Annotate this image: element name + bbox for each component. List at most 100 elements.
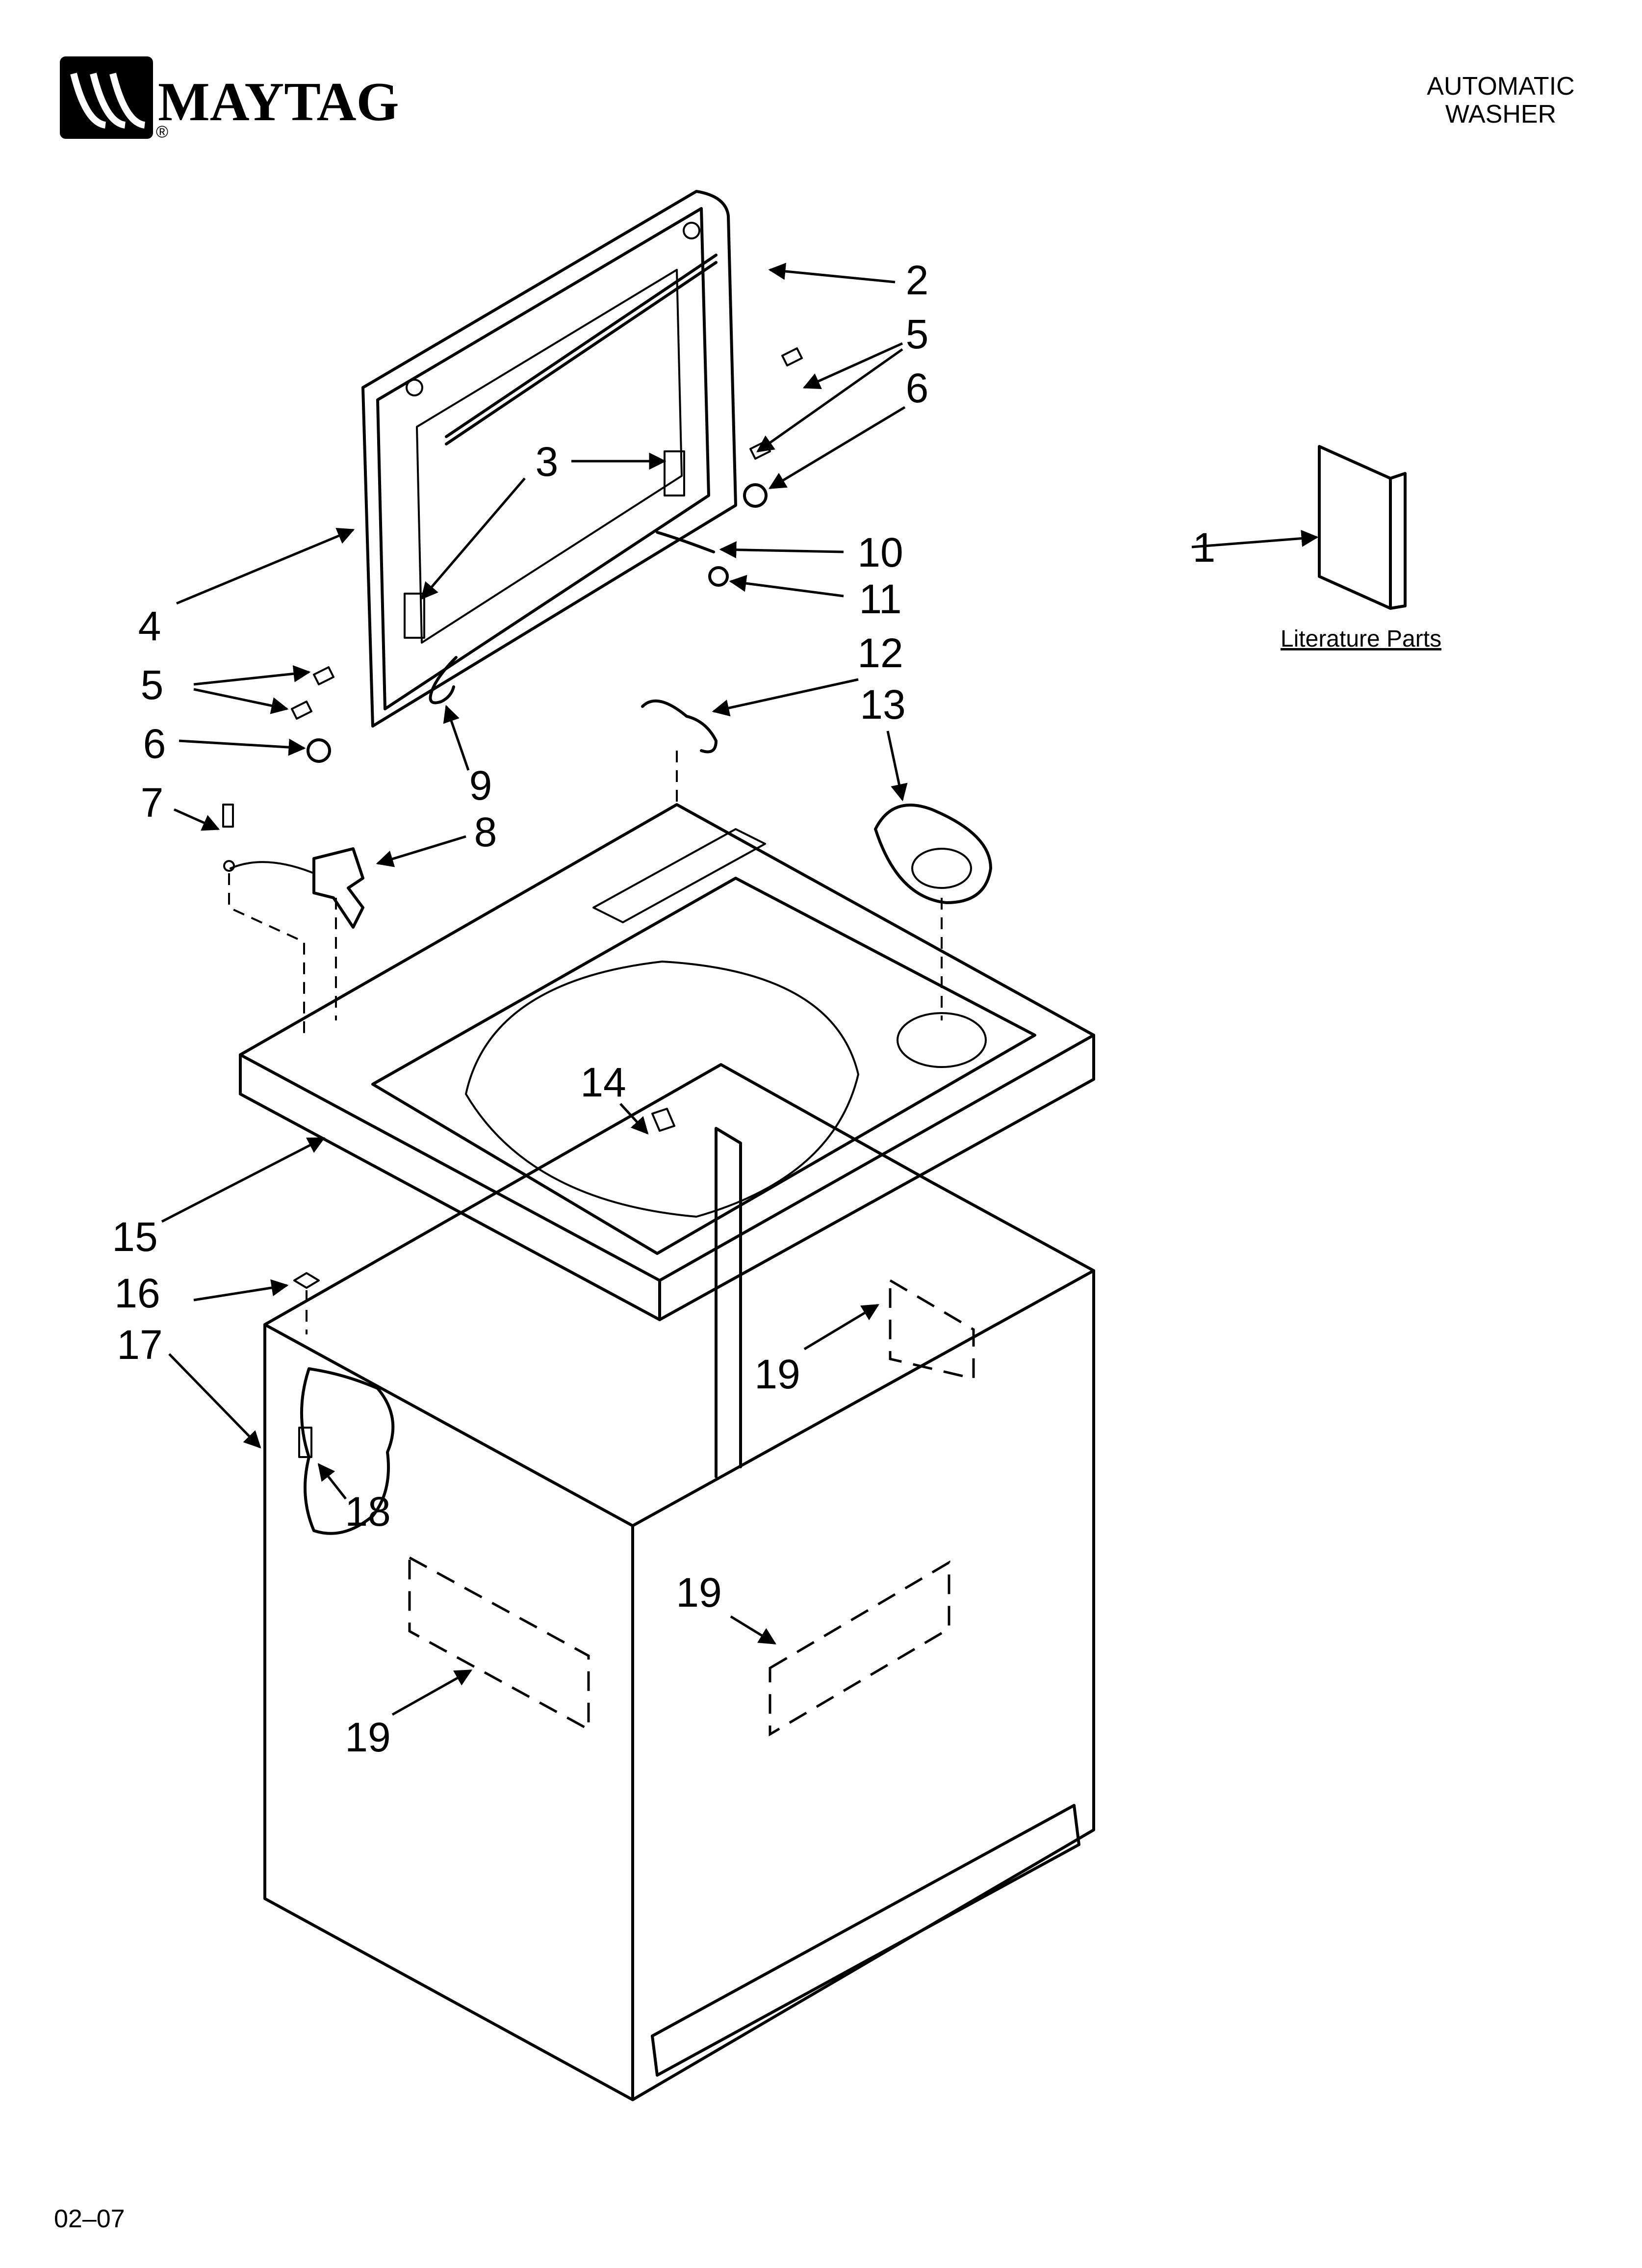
callout-5-left: 5 <box>141 662 164 708</box>
clip-part-12 <box>641 699 718 754</box>
cabinet-front <box>263 1323 634 2101</box>
callout-12: 12 <box>857 630 903 676</box>
cabinet-top-rim <box>263 1063 1095 1326</box>
callout-8: 8 <box>474 809 497 855</box>
tub-ring <box>465 961 859 1218</box>
cabinet <box>263 1063 1095 2101</box>
lid-switch-part-8 <box>312 847 364 929</box>
callout-17: 17 <box>117 1322 162 1368</box>
lid-rod <box>429 531 715 704</box>
leader-9 <box>443 704 470 771</box>
bumper-icon <box>743 483 768 508</box>
leader-12 <box>712 678 859 717</box>
clip-16-icon <box>293 1272 320 1289</box>
label-area-19-side <box>769 1560 950 1737</box>
screw-icon <box>291 701 312 720</box>
hinge-right <box>664 450 685 496</box>
dispenser-cup <box>911 848 972 889</box>
callout-9: 9 <box>469 762 492 808</box>
label-area-19-top <box>889 1278 975 1381</box>
literature-spine <box>1389 472 1407 610</box>
callout-1: 1 <box>1193 524 1216 571</box>
bumper-icon <box>307 738 331 763</box>
callout-13: 13 <box>860 681 905 728</box>
callout-19-side: 19 <box>676 1569 721 1616</box>
leader-19-side <box>730 1615 776 1645</box>
leader-16 <box>193 1279 289 1302</box>
leader-2 <box>768 262 896 284</box>
callout-19-top: 19 <box>754 1351 800 1397</box>
leader-19-top <box>803 1303 880 1351</box>
leader-5d <box>193 688 289 714</box>
hinge-left <box>404 593 425 639</box>
leader-11 <box>729 574 844 598</box>
lid-hole-right <box>683 222 700 239</box>
screw-icon <box>313 666 334 685</box>
callout-5: 5 <box>906 311 929 357</box>
lid-inner-rim <box>376 207 710 710</box>
logo-mark-icon <box>70 73 146 129</box>
registered-mark: ® <box>156 123 168 141</box>
lid-strip-edge <box>445 254 718 438</box>
top-cover <box>239 803 1095 1321</box>
callout-11: 11 <box>859 576 901 622</box>
leader-18 <box>317 1463 347 1500</box>
screw-7-icon <box>222 804 234 828</box>
lid-assembly <box>291 190 803 763</box>
callout-14: 14 <box>580 1059 626 1105</box>
leader-17 <box>168 1353 261 1449</box>
leader-10 <box>719 541 844 559</box>
leader-1 <box>1191 530 1319 548</box>
leader-6b <box>179 738 306 756</box>
cabinet-toe-kick <box>651 1804 1080 2077</box>
screw-14-icon <box>651 1108 675 1132</box>
lid-strip-part-2 <box>445 261 718 445</box>
leader-5c <box>193 665 311 686</box>
control-slot <box>592 828 766 923</box>
leader-14 <box>619 1103 649 1135</box>
lid-hole-left <box>406 379 423 396</box>
callout-6-left: 6 <box>143 721 166 767</box>
assembly-line <box>228 873 305 1040</box>
callout-6: 6 <box>906 365 929 411</box>
lid-outer <box>361 190 737 728</box>
switch-wire <box>230 861 315 874</box>
callout-3: 3 <box>536 439 559 485</box>
literature-booklet <box>1318 445 1392 610</box>
screw-18-icon <box>298 1427 312 1458</box>
footer-code: 02–07 <box>54 2205 125 2233</box>
cutaway-view <box>300 1367 395 1535</box>
cabinet-back-post <box>715 1127 742 1478</box>
maytag-logo: MAYTAG ® <box>60 56 399 141</box>
screw-icon <box>781 347 803 366</box>
callout-19-front: 19 <box>345 1714 390 1760</box>
callout-numbers: 2 5 6 3 10 11 1 4 5 6 12 13 9 7 8 14 15 … <box>112 257 1215 1760</box>
top-cover-front-edge <box>239 1034 1095 1282</box>
bushing-icon <box>708 566 729 587</box>
leader-19-front <box>391 1669 473 1716</box>
leader-lines <box>161 262 1319 1716</box>
leader-8 <box>376 835 466 867</box>
literature-parts: Literature Parts <box>1281 445 1441 652</box>
leader-6a <box>768 406 906 490</box>
leader-3b <box>420 477 526 600</box>
callout-15: 15 <box>112 1214 157 1260</box>
lid-panel <box>416 269 683 644</box>
callout-10: 10 <box>857 529 903 575</box>
dispenser-part-13 <box>874 804 992 904</box>
callout-18: 18 <box>345 1488 390 1535</box>
leader-4 <box>176 527 355 605</box>
header-line-1: AUTOMATIC <box>1427 72 1574 101</box>
brand-name: MAYTAG <box>158 72 399 132</box>
top-cover-outer <box>239 803 1095 1321</box>
top-opening <box>371 877 1036 1255</box>
header-line-2: WASHER <box>1445 100 1556 129</box>
callout-7: 7 <box>141 780 164 826</box>
literature-label: Literature Parts <box>1281 626 1441 652</box>
leader-13 <box>886 730 908 802</box>
callout-2: 2 <box>906 257 929 303</box>
label-area-19-front <box>408 1555 590 1732</box>
callout-16: 16 <box>114 1270 160 1316</box>
leader-7 <box>173 808 220 831</box>
